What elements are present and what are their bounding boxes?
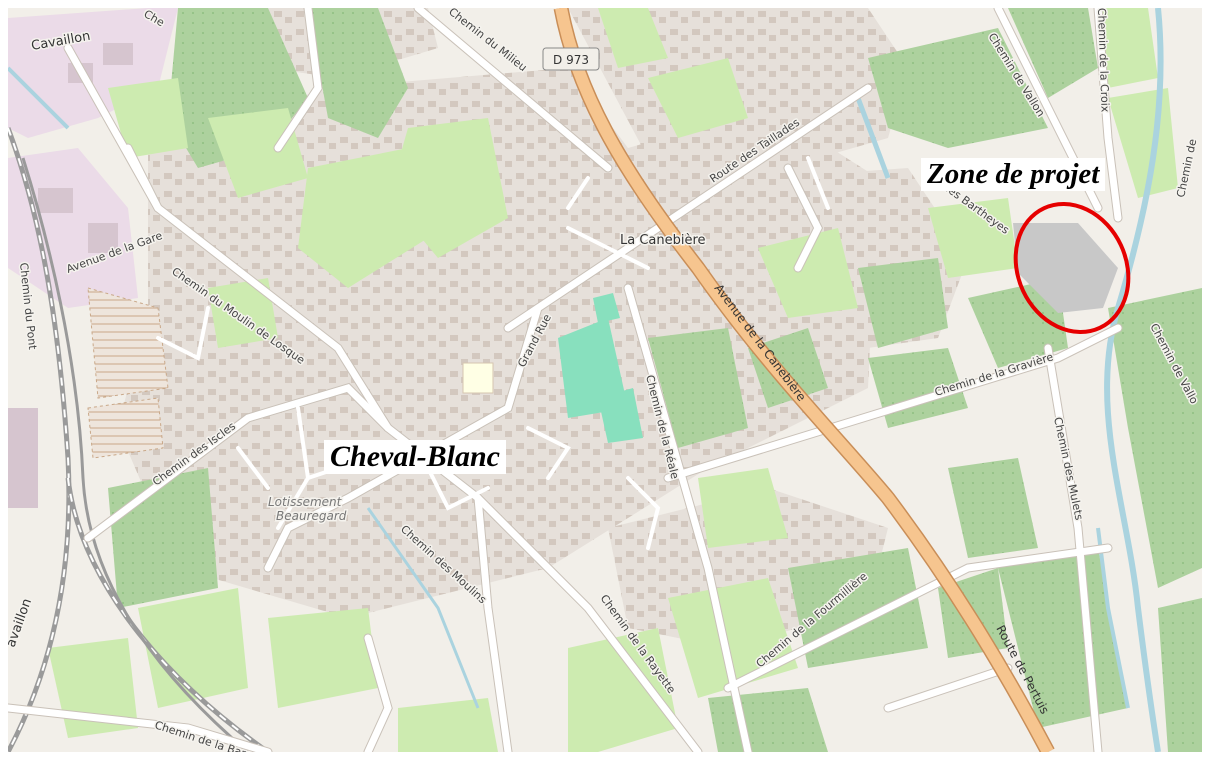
sports-field bbox=[598, 388, 643, 443]
project-zone-facility bbox=[1013, 223, 1118, 313]
allotments bbox=[87, 397, 164, 459]
map-canvas[interactable]: D 973 Chemin du Milieu Route des Taillad… bbox=[8, 8, 1202, 752]
vineyard bbox=[968, 278, 1068, 368]
railway-dash bbox=[8, 127, 70, 752]
vineyard bbox=[868, 28, 1048, 148]
railway-secondary bbox=[21, 157, 249, 752]
vineyard bbox=[308, 8, 408, 138]
canal bbox=[855, 97, 891, 179]
canal bbox=[8, 66, 70, 130]
vineyard bbox=[708, 688, 828, 752]
project-zone-highlight bbox=[1013, 201, 1131, 335]
sports-field bbox=[558, 318, 628, 418]
railway-branch-dash bbox=[67, 477, 269, 752]
sports-field bbox=[593, 293, 620, 323]
meadow bbox=[928, 198, 1018, 278]
road-shield bbox=[542, 47, 600, 71]
town-label-cheval-blanc: Cheval-Blanc bbox=[324, 440, 506, 474]
vineyard bbox=[1008, 8, 1098, 98]
meadow bbox=[298, 148, 428, 288]
stream bbox=[366, 507, 480, 709]
meadow bbox=[568, 628, 678, 752]
vineyard bbox=[1108, 288, 1202, 588]
river bbox=[1104, 8, 1164, 752]
meadow bbox=[758, 228, 858, 318]
place-label-la-canebiere: La Canebière bbox=[620, 233, 706, 248]
meadow bbox=[598, 8, 668, 68]
meadow bbox=[138, 588, 248, 708]
canal bbox=[1096, 527, 1130, 709]
primary-road-d973[interactable] bbox=[555, 8, 1054, 752]
allotments bbox=[87, 287, 169, 399]
vineyard bbox=[648, 328, 748, 448]
school bbox=[462, 362, 494, 394]
meadow bbox=[208, 108, 308, 198]
vineyard bbox=[108, 468, 218, 608]
meadow bbox=[268, 608, 378, 708]
meadow bbox=[208, 278, 278, 348]
meadow bbox=[648, 58, 748, 138]
vineyard bbox=[1158, 598, 1202, 752]
vineyard bbox=[858, 258, 948, 348]
minor-roads bbox=[8, 8, 1122, 752]
meadow bbox=[698, 468, 788, 548]
meadow bbox=[108, 78, 188, 158]
road-shield-text: D 973 bbox=[553, 53, 589, 67]
meadow bbox=[1098, 8, 1158, 88]
project-zone-label: Zone de projet bbox=[921, 158, 1106, 191]
meadow bbox=[398, 698, 498, 752]
road-label-chemin-de-la-croix: Chemin de la Croix bbox=[1095, 8, 1112, 113]
map-view[interactable]: D 973 Chemin du Milieu Route des Taillad… bbox=[8, 8, 1202, 752]
vineyard bbox=[948, 458, 1038, 558]
